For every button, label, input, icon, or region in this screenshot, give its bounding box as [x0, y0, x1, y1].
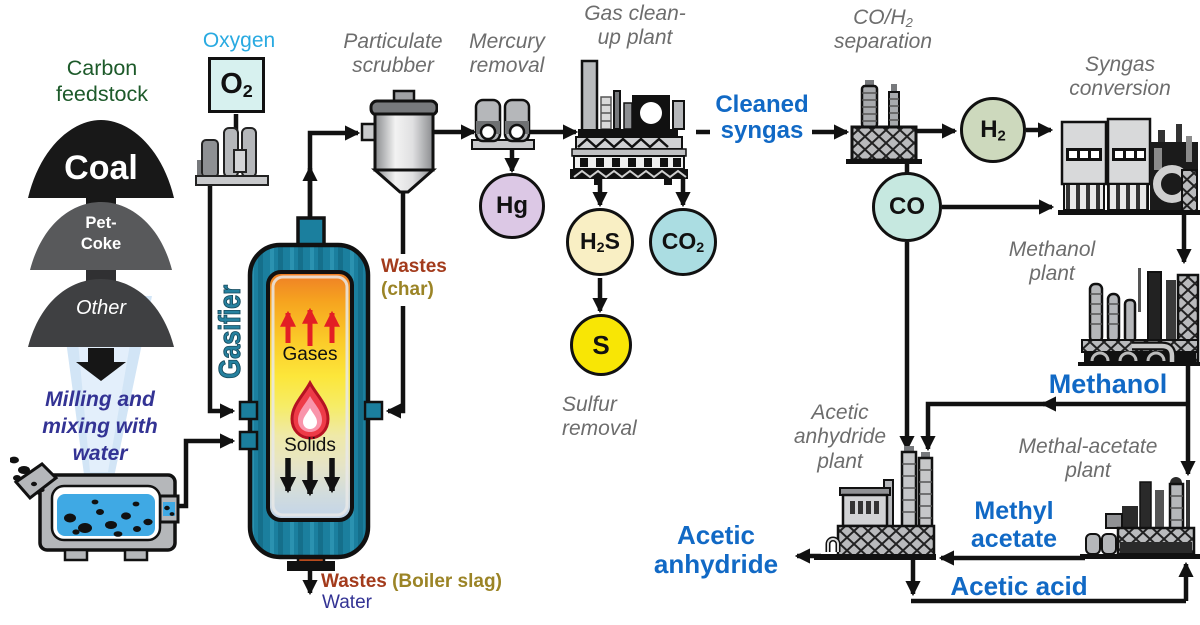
milling-unit-icon [10, 456, 180, 562]
gases-label: Gases [282, 344, 338, 365]
wastes-boiler-slag-label: Wastes (Boiler slag) [321, 571, 502, 592]
co-circle: CO [872, 172, 942, 242]
h2s-circle: H2S [566, 208, 634, 276]
solids-down-arrows [279, 458, 341, 497]
milling-label: Milling and mixing with water [42, 388, 158, 465]
coal-pile [28, 120, 174, 198]
gas-cleanup-label: Gas clean-up plant [584, 2, 686, 50]
oxygen-label: Oxygen [202, 29, 276, 52]
wastes-char-label: Wastes (char) [381, 256, 447, 300]
other-pile-label: Other [75, 297, 127, 319]
co-h2-separation-icon [846, 80, 922, 164]
o2-formula: O2 [220, 68, 253, 101]
solids-label: Solids [284, 435, 336, 456]
mill-leg [63, 548, 89, 562]
mercury-vessel [474, 98, 502, 143]
gasifier-inlet-port [238, 430, 259, 451]
gasifier-flange [287, 561, 335, 571]
mill-chute [13, 462, 59, 501]
o2-box: O2 [208, 57, 265, 113]
gasifier-char-port [363, 400, 384, 421]
pet-coke-pile-label: Pet-Coke [80, 214, 122, 253]
methanol-plant-icon [1078, 268, 1200, 366]
s-circle: S [570, 314, 632, 376]
pipe-gasifier-to-scrubber [307, 125, 361, 226]
acetic-anhydride-plant-icon [814, 446, 936, 560]
feed-arrow-icon [76, 348, 126, 381]
h2-circle: H2 [960, 97, 1026, 163]
flame-icon [290, 379, 330, 440]
air-separation-unit-icon [195, 127, 269, 186]
gasifier-title: Gasifier [212, 285, 248, 379]
mill-leg [123, 548, 149, 562]
mercury-removal-icon [471, 98, 535, 150]
coal-pile-label: Coal [64, 149, 138, 187]
pipe-methanol-to-anhydride-plant [920, 401, 1048, 452]
co2-circle: CO2 [649, 208, 717, 276]
particulate-scrubber-icon [360, 89, 438, 194]
pipe-o2-to-gasifier [207, 186, 236, 419]
hg-circle: Hg [479, 173, 545, 239]
water-label: Water [322, 592, 372, 613]
gasifier-inlet-port [238, 400, 259, 421]
other-pile [28, 279, 174, 347]
feedstock-piles-icon [28, 120, 174, 381]
pipe-char-recycle [385, 306, 406, 419]
mercury-vessel [503, 98, 531, 143]
syngas-conversion-plant-icon [1058, 117, 1200, 215]
pet-coke-pile [30, 202, 172, 270]
methanol-stream-label: Methanol [1048, 369, 1168, 399]
gas-cleanup-plant-icon [570, 59, 688, 185]
methal-acetate-plant-icon [1080, 477, 1200, 559]
gasifier-vessel-icon [238, 216, 384, 571]
slurry-blobs [31, 481, 175, 537]
co-h2-separation-label: CO/H2 separation [833, 6, 933, 54]
gases-up-arrows [279, 307, 341, 346]
acetic-acid-stream-label: Acetic acid [950, 571, 1088, 601]
acetic-anhydride-plant-label: Acetic anhydride plant [793, 401, 887, 473]
